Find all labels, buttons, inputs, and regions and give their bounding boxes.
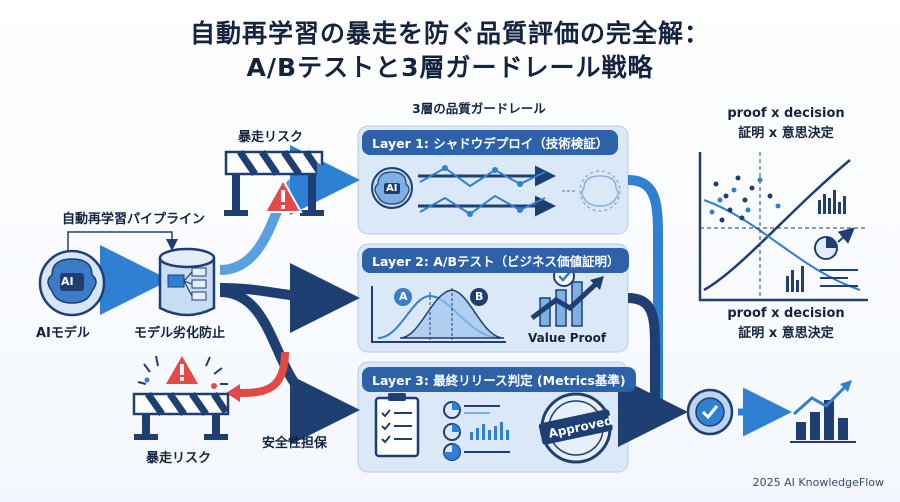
layer1-shadow-illustration bbox=[371, 165, 621, 217]
flow-db-to-layer1 bbox=[219, 145, 360, 275]
degradation-prevention-label: モデル劣化防止 bbox=[134, 326, 226, 341]
bottom-caption-en: proof x decision bbox=[727, 306, 845, 321]
layer3-approval-illustration bbox=[374, 392, 613, 464]
layer3-header: Layer 3: 最終リリース判定 (Metrics基準) bbox=[362, 367, 636, 392]
bottom-caption-jp: 証明 x 意思決定 bbox=[738, 326, 834, 341]
decision-analytics-icon bbox=[698, 152, 868, 302]
database-icon bbox=[158, 247, 216, 317]
approved-stamp-icon bbox=[538, 392, 613, 464]
layer1-ai-chip: AI bbox=[386, 183, 398, 194]
flow-db-to-layer2 bbox=[219, 262, 360, 333]
variant-a-label: A bbox=[399, 290, 408, 303]
guardrail-section-label: 3層の品質ガードレール bbox=[412, 101, 546, 116]
layer2-header: Layer 2: A/Bテスト（ビジネス価値証明） bbox=[362, 248, 630, 273]
page-title-line1: 自動再学習の暴走を防ぐ品質評価の完全解： bbox=[189, 19, 710, 48]
ai-model-label: AIモデル bbox=[36, 326, 90, 341]
safety-label: 安全性担保 bbox=[262, 436, 328, 451]
barrier-bottom-icon bbox=[132, 355, 230, 440]
layer1-header: Layer 1: シャドウデプロイ（技術検証） bbox=[362, 130, 619, 155]
pipeline-label: 自動再学習パイプライン bbox=[62, 212, 206, 227]
page-title-line2: A/Bテストと3層ガードレール戦略 bbox=[246, 53, 654, 82]
value-proof-label: Value Proof bbox=[528, 331, 607, 345]
top-caption-en: proof x decision bbox=[727, 106, 845, 121]
layer2-ab-illustration bbox=[371, 265, 604, 343]
ai-chip-label: AI bbox=[61, 275, 74, 288]
flow-layer1-out bbox=[627, 175, 664, 400]
flow-db-to-layer3 bbox=[219, 287, 360, 445]
risk-label-bottom: 暴走リスク bbox=[146, 451, 212, 466]
barrier-top-icon bbox=[224, 150, 324, 216]
flow-layer2-out bbox=[627, 293, 660, 405]
footer-credit: 2025 AI KnowledgeFlow bbox=[752, 476, 884, 489]
top-caption-jp: 証明 x 意思決定 bbox=[738, 126, 834, 141]
risk-label-top: 暴走リスク bbox=[238, 130, 304, 145]
variant-b-label: B bbox=[475, 290, 484, 303]
growth-chart-icon bbox=[790, 380, 856, 443]
ai-brain-icon bbox=[38, 249, 106, 317]
pipeline-bracket bbox=[67, 231, 178, 258]
approved-check-icon bbox=[686, 388, 734, 436]
flow-risk-red bbox=[239, 351, 289, 397]
